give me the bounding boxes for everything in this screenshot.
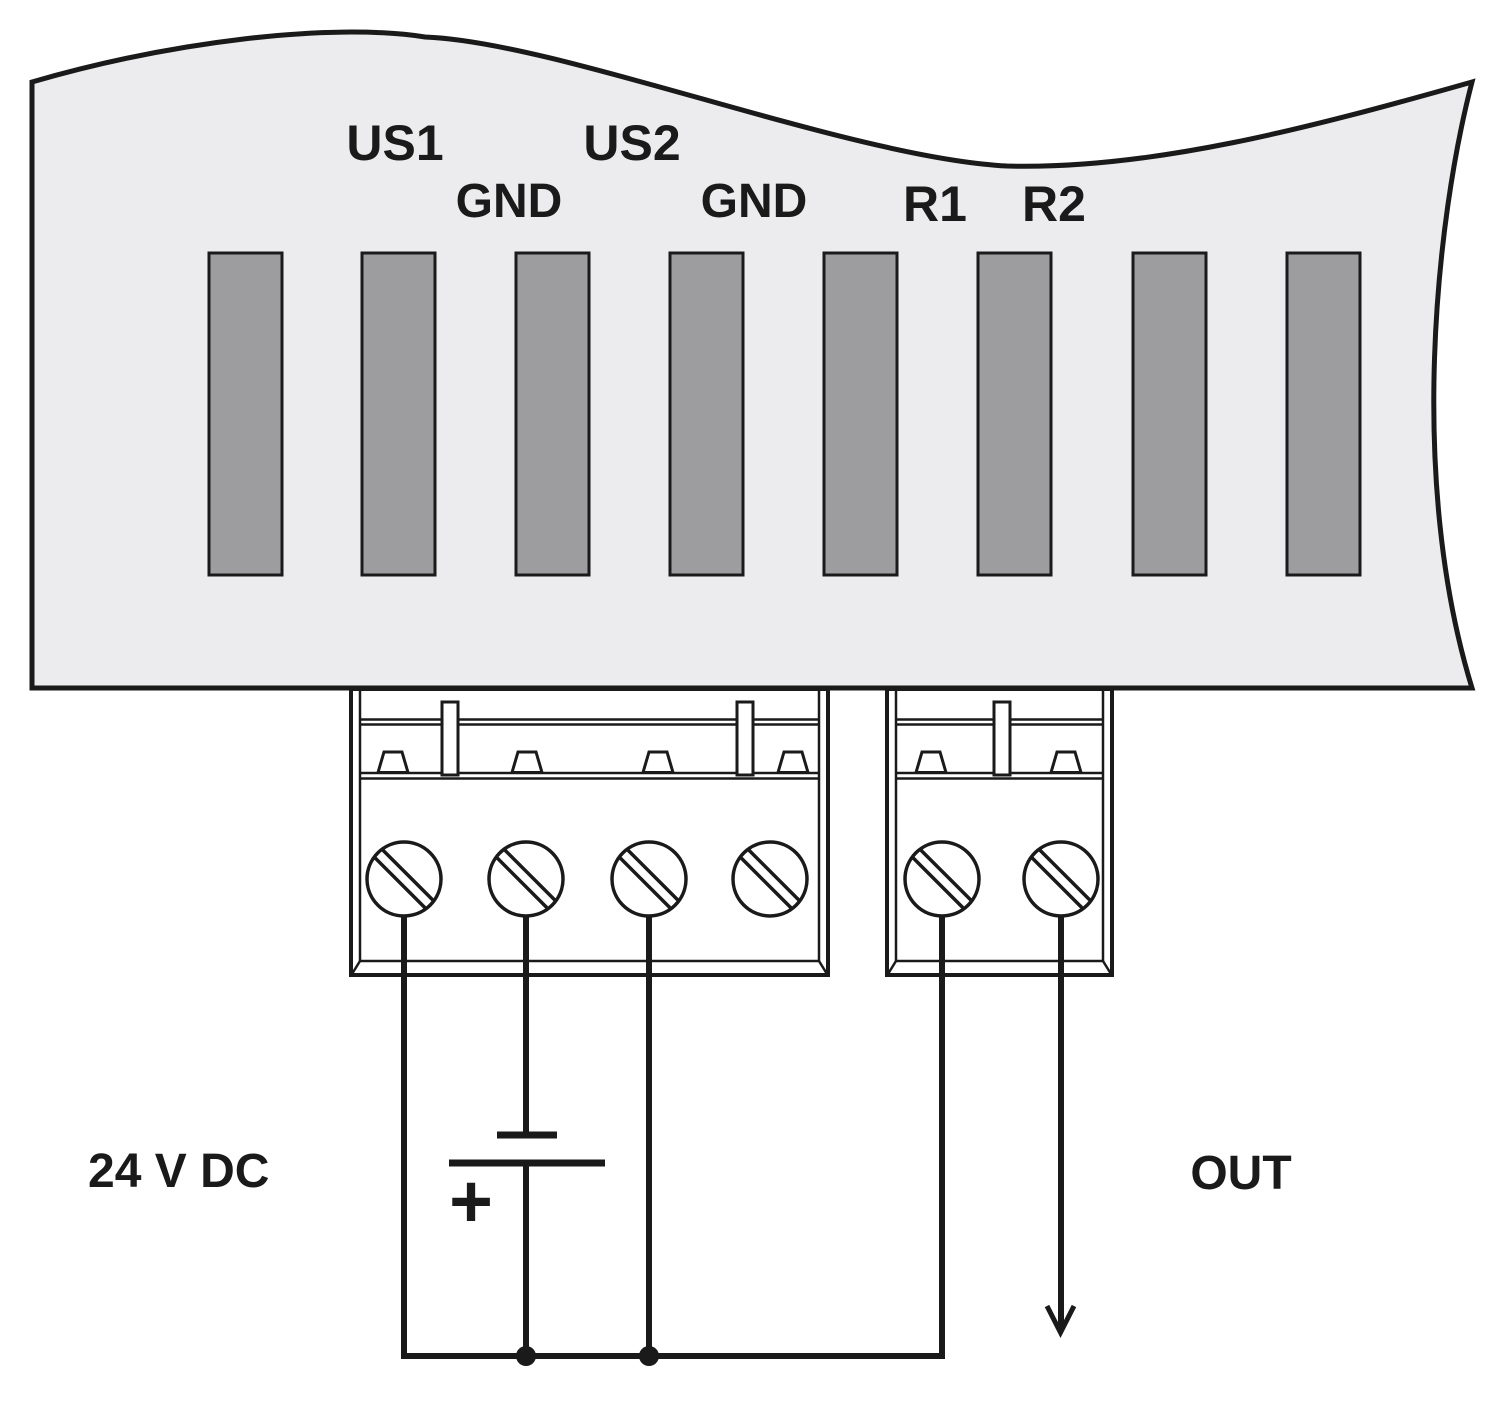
contact-bump xyxy=(913,750,949,774)
latch-tab xyxy=(440,700,460,777)
junction-dots xyxy=(516,1346,659,1366)
out-arrow xyxy=(1044,879,1077,1339)
vent-slot xyxy=(668,251,745,577)
screw-head xyxy=(610,840,688,918)
label-r2: R2 xyxy=(1022,176,1086,232)
contact-bump xyxy=(775,750,811,774)
vent-slot xyxy=(207,251,284,577)
screw-terminal-gnd-right xyxy=(731,840,809,918)
arrowhead-down-icon xyxy=(1044,1304,1077,1339)
label-gnd-right: GND xyxy=(701,175,808,228)
terminal-block-right xyxy=(885,687,1114,977)
screw-slot xyxy=(626,848,680,902)
screw-terminals xyxy=(365,840,1100,918)
diagram-root: US1 US2 GND GND R1 R2 xyxy=(29,29,1476,1366)
label-us1: US1 xyxy=(346,115,443,171)
terminal-block-frame xyxy=(885,687,1114,977)
screw-slot xyxy=(747,848,801,902)
block-bevel xyxy=(817,960,829,975)
label-us2: US2 xyxy=(583,115,680,171)
block-bevel xyxy=(350,960,362,975)
terminal-block-left xyxy=(349,687,830,977)
latch-tab xyxy=(992,700,1012,777)
junction-dot xyxy=(639,1346,659,1366)
screw-slot xyxy=(1038,848,1092,902)
screw-head xyxy=(731,840,809,918)
vent-slot xyxy=(976,251,1053,577)
terminal-block-frame xyxy=(349,687,830,977)
screw-slot xyxy=(919,848,973,902)
contact-bump xyxy=(640,750,676,774)
screw-terminal-r2 xyxy=(1022,840,1100,918)
vent-slot xyxy=(822,251,899,577)
block-bevel xyxy=(1101,960,1113,975)
latch-tab xyxy=(735,700,755,777)
contact-bump xyxy=(375,750,411,774)
screw-head xyxy=(487,840,565,918)
vent-slots xyxy=(207,251,1362,577)
terminal-labels: US1 US2 GND GND R1 R2 xyxy=(346,115,1086,232)
battery-plus-sign: + xyxy=(449,1159,493,1243)
screw-head xyxy=(365,840,443,918)
screw-slot xyxy=(503,848,557,902)
block-bevel xyxy=(886,960,898,975)
screw-slot xyxy=(373,856,427,910)
vent-slot xyxy=(360,251,437,577)
screw-slot xyxy=(618,856,672,910)
screw-terminal-gnd-left xyxy=(487,840,565,918)
screw-terminal-r1 xyxy=(903,840,981,918)
out-label: OUT xyxy=(1190,1147,1291,1200)
screw-head xyxy=(1022,840,1100,918)
screw-terminal-us1 xyxy=(365,840,443,918)
screw-slot xyxy=(739,856,793,910)
vent-slot xyxy=(1285,251,1362,577)
supply-voltage-label: 24 V DC xyxy=(88,1145,269,1198)
screw-head xyxy=(903,840,981,918)
circuit-annotations: 24 V DC + OUT xyxy=(88,1145,1292,1243)
label-r1: R1 xyxy=(903,176,967,232)
screw-slot xyxy=(495,856,549,910)
label-gnd-left: GND xyxy=(456,175,563,228)
screw-terminal-us2 xyxy=(610,840,688,918)
contact-bump xyxy=(1048,750,1084,774)
screw-slot xyxy=(381,848,435,902)
vent-slot xyxy=(1131,251,1208,577)
screw-slot xyxy=(1030,856,1084,910)
screw-slot xyxy=(911,856,965,910)
wire-us1-return-loop xyxy=(401,879,945,1359)
junction-dot xyxy=(516,1346,536,1366)
contact-bump xyxy=(509,750,545,774)
wiring xyxy=(401,879,1077,1366)
battery-symbol xyxy=(449,1131,605,1167)
vent-slot xyxy=(514,251,591,577)
